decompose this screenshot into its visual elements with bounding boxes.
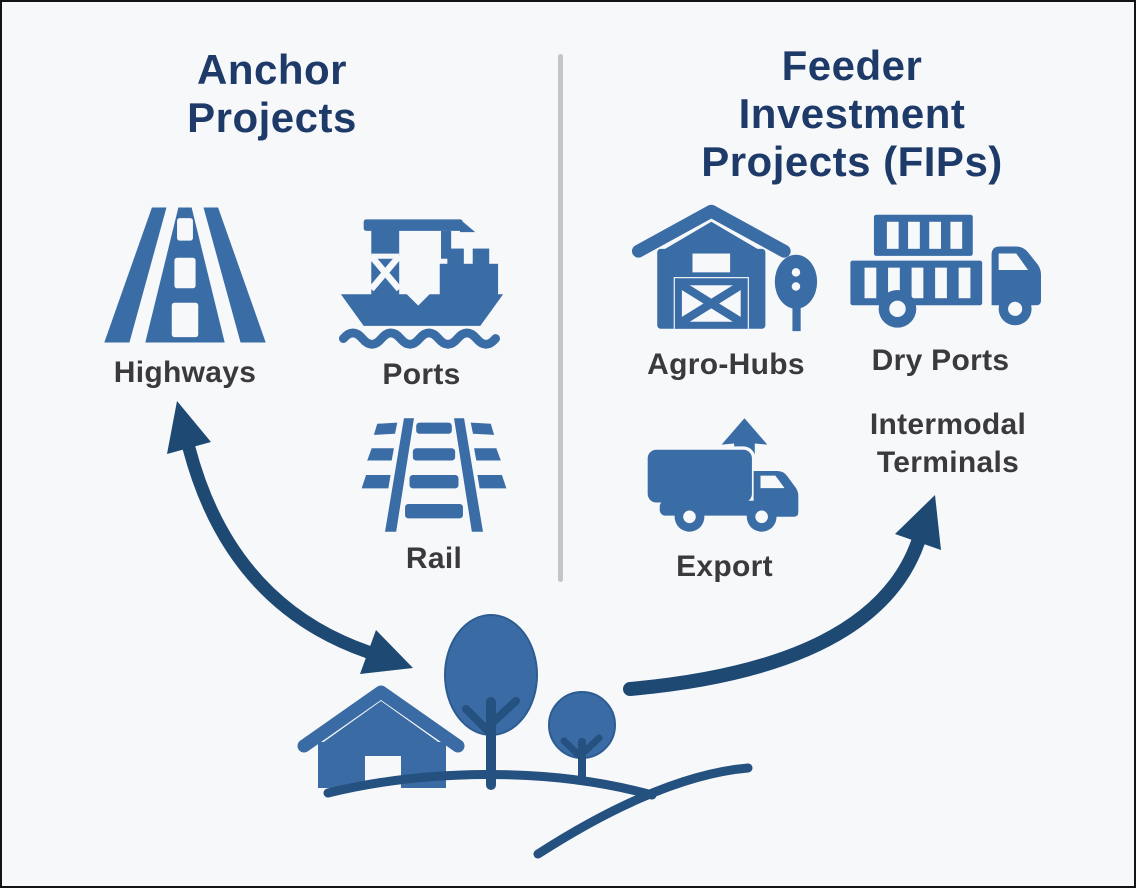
export-label: Export: [676, 550, 773, 583]
item-highways: Highways: [90, 202, 280, 392]
label-line: Intermodal: [869, 408, 1027, 441]
title-line: Anchor: [197, 46, 347, 93]
agro-hubs-label: Agro-Hubs: [647, 348, 805, 381]
export-truck-icon: [643, 418, 798, 532]
title-line: Projects: [187, 93, 357, 141]
title-line: Feeder: [781, 42, 923, 89]
anchor-projects-title: Anchor Projects: [62, 46, 482, 142]
vertical-divider: [558, 54, 563, 582]
railway-track-icon: [361, 418, 507, 532]
rail-label: Rail: [405, 542, 463, 575]
intermodal-terminals-label: Intermodal Terminals: [828, 406, 1068, 481]
feeder-investment-projects-title: Feeder Investment Projects (FIPs): [602, 42, 1102, 186]
title-line: Investment: [738, 89, 966, 137]
ports-label: Ports: [382, 358, 461, 391]
container-truck-icon: [849, 214, 1041, 328]
small-tree-icon: [548, 691, 616, 759]
item-intermodal-terminals: Intermodal Terminals: [828, 400, 1068, 481]
item-agro-hubs: Agro-Hubs: [626, 200, 826, 384]
landscape-illustration: [297, 614, 753, 859]
highway-road-icon: [104, 207, 266, 343]
label-line: Terminals: [876, 445, 1020, 479]
ship-crane-icon: [338, 219, 503, 349]
house-icon: [297, 685, 465, 788]
dry-ports-label: Dry Ports: [871, 344, 1010, 377]
item-dry-ports: Dry Ports: [838, 204, 1043, 380]
item-ports: Ports: [324, 208, 519, 394]
hill-line-2: [533, 763, 753, 859]
barn-with-tree-icon: [631, 204, 818, 332]
title-line: Projects (FIPs): [701, 137, 1003, 185]
highways-label: Highways: [113, 356, 257, 389]
hill-line: [323, 770, 657, 800]
item-rail: Rail: [350, 416, 518, 578]
item-export: Export: [632, 416, 817, 586]
large-tree-icon: [444, 614, 538, 736]
